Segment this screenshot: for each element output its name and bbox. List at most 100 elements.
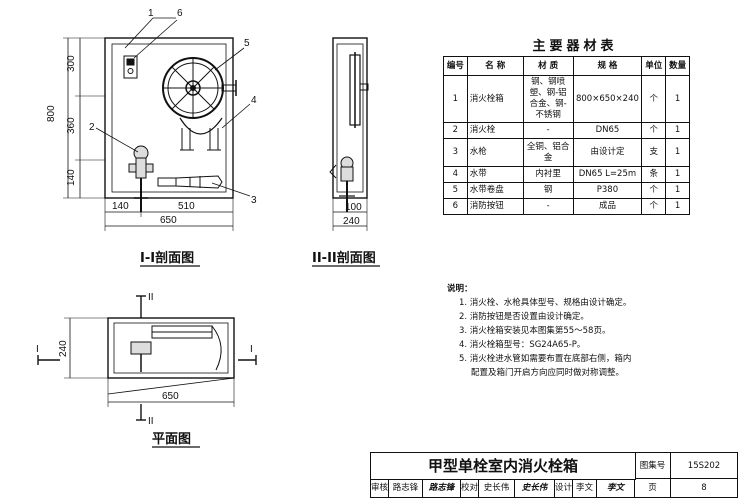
dim-510: 510 bbox=[178, 201, 195, 212]
section-2-view bbox=[312, 37, 380, 267]
dim-240: 240 bbox=[343, 216, 360, 227]
materials-table: 编号 名 称 材 质 规 格 单位 数量 1 消火栓箱 钢、钢喷塑、钢-铝合金、… bbox=[443, 56, 690, 215]
atlas-number: 15S202 bbox=[671, 453, 737, 479]
col-no: 编号 bbox=[443, 56, 468, 76]
col-unit: 单位 bbox=[641, 56, 667, 76]
section-1-view bbox=[63, 17, 251, 267]
plan-section-mark-ii-bottom: II bbox=[148, 416, 154, 427]
callout-3: 3 bbox=[251, 195, 257, 206]
cell-no: 3 bbox=[443, 138, 468, 167]
callout-6: 6 bbox=[177, 8, 183, 19]
cell-unit: 个 bbox=[641, 182, 667, 199]
plan-section-mark-ii-top: II bbox=[148, 292, 154, 303]
callout-2: 2 bbox=[89, 122, 95, 133]
notes-heading: 说明： bbox=[447, 284, 473, 294]
dim-360: 360 bbox=[66, 117, 77, 134]
cabinet-inner bbox=[111, 43, 227, 193]
cell-qty: 1 bbox=[665, 198, 690, 215]
cell-spec: DN65 L=25m bbox=[572, 166, 643, 183]
fire-button bbox=[123, 55, 138, 79]
cell-name: 水枪 bbox=[466, 138, 524, 167]
table-row: 5 水带卷盘 钢 P380 个 1 bbox=[443, 182, 690, 199]
reviewer-name: 路志锋 bbox=[389, 479, 423, 497]
drawing-title: 甲型单栓室内消火栓箱 bbox=[371, 453, 636, 480]
fire-valve bbox=[128, 145, 154, 212]
table-header-row: 编号 名 称 材 质 规 格 单位 数量 bbox=[443, 56, 690, 76]
cell-unit: 个 bbox=[641, 122, 667, 139]
cabinet-outline bbox=[104, 37, 234, 199]
page-label: 页 bbox=[635, 479, 671, 497]
plan-section-mark-i-right: I bbox=[250, 344, 253, 355]
cell-no: 6 bbox=[443, 198, 468, 215]
dim-800: 800 bbox=[46, 105, 57, 122]
note-item: 2. 消防按钮是否设置由设计确定。 bbox=[459, 312, 589, 322]
dim-300: 300 bbox=[66, 55, 77, 72]
table-row: 3 水枪 全铜、铝合金 由设计定 支 1 bbox=[443, 138, 690, 167]
cell-unit: 条 bbox=[641, 166, 667, 183]
cell-material: - bbox=[522, 198, 574, 215]
dim-100: 100 bbox=[345, 202, 362, 213]
plan-view bbox=[37, 295, 257, 448]
cell-name: 消火栓 bbox=[466, 122, 524, 139]
cell-qty: 1 bbox=[665, 75, 690, 123]
cell-material: 钢 bbox=[522, 182, 574, 199]
cell-name: 水带卷盘 bbox=[466, 182, 524, 199]
col-spec: 规 格 bbox=[572, 56, 643, 76]
callout-1: 1 bbox=[148, 8, 154, 19]
cell-material: 钢、钢喷塑、钢-铝合金、钢-不锈钢 bbox=[522, 75, 574, 123]
cell-name: 消火栓箱 bbox=[466, 75, 524, 123]
cell-name: 水带 bbox=[466, 166, 524, 183]
cell-unit: 个 bbox=[641, 75, 667, 123]
col-qty: 数量 bbox=[665, 56, 690, 76]
callout-4: 4 bbox=[251, 95, 257, 106]
designer-signature: 李文 bbox=[597, 479, 635, 497]
cell-material: - bbox=[522, 122, 574, 139]
dim-140: 140 bbox=[112, 201, 129, 212]
checker-name: 史长伟 bbox=[479, 479, 515, 497]
dim-650: 650 bbox=[160, 215, 177, 226]
cell-spec: 成品 bbox=[572, 198, 643, 215]
cell-unit: 支 bbox=[641, 138, 667, 167]
title-block: 甲型单栓室内消火栓箱 图集号 15S202 审核 路志锋 路志锋 校对 史长伟 … bbox=[370, 452, 738, 498]
table-row: 1 消火栓箱 钢、钢喷塑、钢-铝合金、钢-不锈钢 800×650×240 个 1 bbox=[443, 75, 690, 123]
cell-qty: 1 bbox=[665, 166, 690, 183]
nozzle bbox=[157, 175, 223, 189]
cell-spec: 由设计定 bbox=[572, 138, 643, 167]
table-row: 4 水带 内衬里 DN65 L=25m 条 1 bbox=[443, 166, 690, 183]
atlas-label: 图集号 bbox=[635, 453, 671, 479]
note-item: 3. 消火栓箱安装见本图集第55～58页。 bbox=[459, 326, 611, 336]
materials-table-title: 主要器材表 bbox=[532, 39, 618, 54]
cell-no: 1 bbox=[443, 75, 468, 123]
section-2-title: II-II剖面图 bbox=[312, 250, 376, 266]
cell-name: 消防按钮 bbox=[466, 198, 524, 215]
plan-section-mark-i-left: I bbox=[36, 344, 39, 355]
cell-spec: DN65 bbox=[572, 122, 643, 139]
plan-title: 平面图 bbox=[152, 432, 191, 447]
review-label: 审核 bbox=[371, 479, 389, 497]
callout-5: 5 bbox=[244, 38, 250, 49]
note-item: 4. 消火栓箱型号：SG24A65-P。 bbox=[459, 340, 586, 350]
table-row: 6 消防按钮 - 成品 个 1 bbox=[443, 198, 690, 215]
design-label: 设计 bbox=[555, 479, 573, 497]
note-continuation: 配置及箱门开启方向应同时做对称调整。 bbox=[471, 368, 625, 378]
cell-no: 4 bbox=[443, 166, 468, 183]
plan-dim-240: 240 bbox=[58, 340, 69, 357]
cell-qty: 1 bbox=[665, 122, 690, 139]
hose bbox=[179, 117, 223, 135]
plan-dim-650: 650 bbox=[162, 391, 179, 402]
check-label: 校对 bbox=[461, 479, 479, 497]
designer-name: 李文 bbox=[573, 479, 597, 497]
cell-material: 内衬里 bbox=[522, 166, 574, 183]
col-material: 材 质 bbox=[522, 56, 574, 76]
note-item: 1. 消火栓、水枪具体型号、规格由设计确定。 bbox=[459, 298, 632, 308]
table-row: 2 消火栓 - DN65 个 1 bbox=[443, 122, 690, 139]
reviewer-signature: 路志锋 bbox=[423, 479, 461, 497]
cell-qty: 1 bbox=[665, 182, 690, 199]
cell-material: 全铜、铝合金 bbox=[522, 138, 574, 167]
note-item: 5. 消火栓进水管如需要布置在底部右侧，箱内 bbox=[459, 354, 632, 364]
cell-unit: 个 bbox=[641, 198, 667, 215]
cell-no: 2 bbox=[443, 122, 468, 139]
cell-no: 5 bbox=[443, 182, 468, 199]
cell-spec: P380 bbox=[572, 182, 643, 199]
